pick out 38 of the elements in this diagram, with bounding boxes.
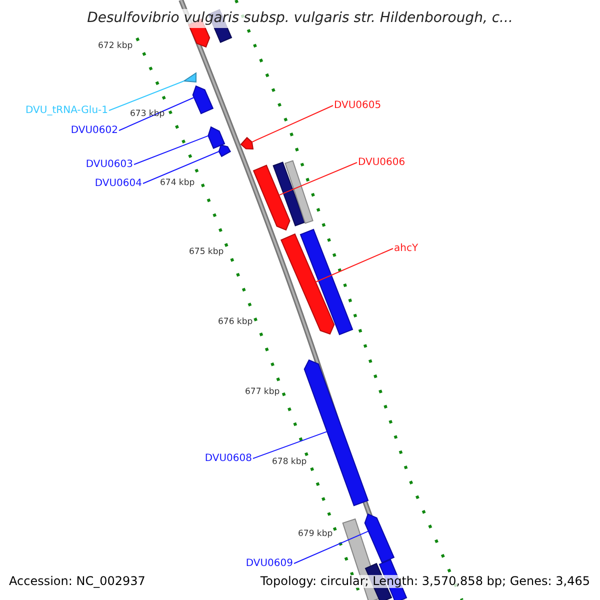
gene-feature bbox=[218, 144, 232, 158]
gene-label: DVU_tRNA-Glu-1 bbox=[26, 105, 108, 116]
trna-marker bbox=[182, 72, 196, 83]
gene-label: DVU0609 bbox=[246, 558, 293, 569]
gene-label: DVU0604 bbox=[94, 178, 142, 189]
leader-line bbox=[251, 105, 334, 143]
scale-label: 674 kbp bbox=[160, 179, 195, 188]
scale-label: 679 kbp bbox=[298, 530, 333, 540]
scale-label: 672 kbp bbox=[98, 42, 133, 52]
gene-segment bbox=[272, 162, 306, 226]
scale-label: 675 kbp bbox=[189, 248, 224, 258]
leader-line bbox=[134, 135, 209, 165]
footer-text: Topology: circular; Length: 3,570,858 bp; Genes: 3,465 bbox=[260, 574, 590, 588]
gene-feature bbox=[252, 164, 290, 231]
gene-feature bbox=[208, 126, 226, 149]
leader-line bbox=[118, 97, 194, 131]
gene-label: DVU0603 bbox=[86, 159, 133, 170]
gene-segment bbox=[300, 228, 354, 336]
gene-label: DVU0605 bbox=[334, 100, 382, 111]
gene-feature bbox=[192, 85, 214, 114]
scale-label: 678 kbp bbox=[272, 458, 307, 468]
leader-line bbox=[294, 530, 369, 564]
footer-text: Accession: NC_002937 bbox=[9, 574, 146, 588]
leader-line bbox=[278, 162, 358, 196]
gene-label: DVU0608 bbox=[204, 453, 252, 464]
gene-label: DVU0606 bbox=[358, 157, 406, 168]
gene-feature bbox=[280, 233, 335, 335]
leader-line bbox=[108, 80, 184, 111]
leader-line bbox=[315, 248, 394, 282]
gene-label: DVU0602 bbox=[70, 125, 118, 136]
gene-segment bbox=[284, 160, 314, 224]
gene-label: ahcY bbox=[394, 243, 418, 254]
gene-feature bbox=[364, 513, 395, 564]
scale-label: 677 kbp bbox=[245, 388, 280, 398]
scale-label: 676 kbp bbox=[218, 318, 253, 328]
leader-line bbox=[252, 431, 328, 459]
leader-line bbox=[142, 150, 220, 184]
gene-feature bbox=[240, 136, 254, 150]
